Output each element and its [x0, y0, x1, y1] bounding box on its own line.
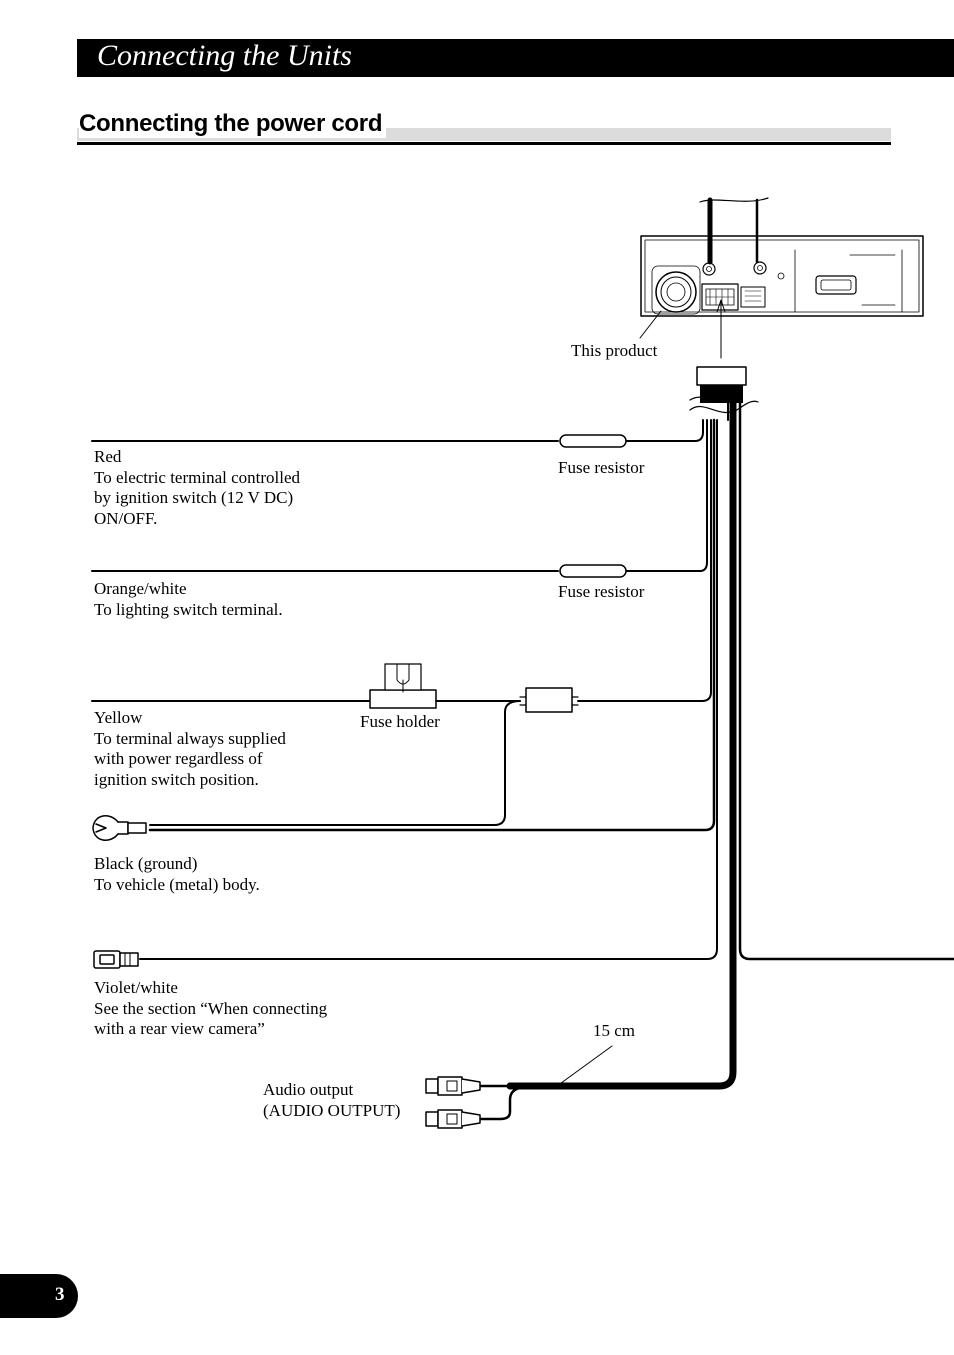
spade-terminal-icon — [93, 950, 139, 969]
section-title: Connecting the power cord — [79, 110, 387, 138]
fuse-holder — [369, 689, 437, 709]
wire-description: with power regardless of — [94, 749, 263, 768]
wire-description: by ignition switch (12 V DC) — [94, 488, 294, 507]
wire-description: To lighting switch terminal. — [94, 599, 283, 619]
this-product-label: This product — [571, 341, 658, 360]
ring-terminal-icon — [92, 815, 147, 841]
page-title: Connecting the Units — [97, 39, 352, 72]
wire-color-name: Red — [94, 447, 122, 466]
wire-description: with a rear view camera” — [94, 1019, 265, 1038]
wire-description: To vehicle (metal) body. — [94, 874, 260, 894]
fuse-holder-label: Fuse holder — [360, 712, 440, 731]
wire-color-name: Yellow — [94, 708, 143, 727]
audio-output-line: (AUDIO OUTPUT) — [263, 1100, 401, 1120]
wire-color-name: Orange/white — [94, 579, 187, 598]
wire-description: ignition switch position. — [94, 769, 259, 789]
orange-white-wire-label: Orange/white To lighting switch terminal… — [94, 579, 283, 620]
wire-color-name: Black (ground) — [94, 854, 198, 873]
black-wire-label: Black (ground) To vehicle (metal) body. — [94, 854, 260, 895]
page-number: 3 — [55, 1284, 65, 1305]
wire-description: To terminal always supplied — [94, 728, 286, 748]
violet-white-wire-label: Violet/white See the section “When conne… — [94, 978, 327, 1040]
wire-color-name: Violet/white — [94, 978, 178, 997]
yellow-wire-label: Yellow To terminal always supplied with … — [94, 708, 286, 790]
wire-description: ON/OFF. — [94, 508, 158, 528]
page-title-bar: Connecting the Units — [77, 39, 954, 77]
section-heading: Connecting the power cord — [77, 108, 891, 146]
section-heading-rule — [77, 142, 891, 145]
fuse-resistor-label: Fuse resistor — [558, 582, 645, 601]
fuse-resistor-label: Fuse resistor — [558, 458, 645, 477]
rca-plug-icon — [425, 1076, 481, 1096]
length-label: 15 cm — [593, 1021, 636, 1040]
fuse-resistor-2 — [559, 564, 627, 578]
fuse-resistor-1 — [559, 434, 627, 448]
wire-description: To electric terminal controlled — [94, 467, 301, 487]
page-number-tab: 3 — [0, 1274, 78, 1318]
audio-output-label: Audio output (AUDIO OUTPUT) — [263, 1080, 400, 1121]
red-wire-label: Red To electric terminal controlled by i… — [94, 447, 300, 529]
audio-output-line: Audio output — [263, 1080, 354, 1099]
head-unit-illustration — [640, 235, 924, 317]
rca-plug-icon — [425, 1109, 481, 1129]
wire-description: See the section “When connecting — [94, 998, 328, 1018]
